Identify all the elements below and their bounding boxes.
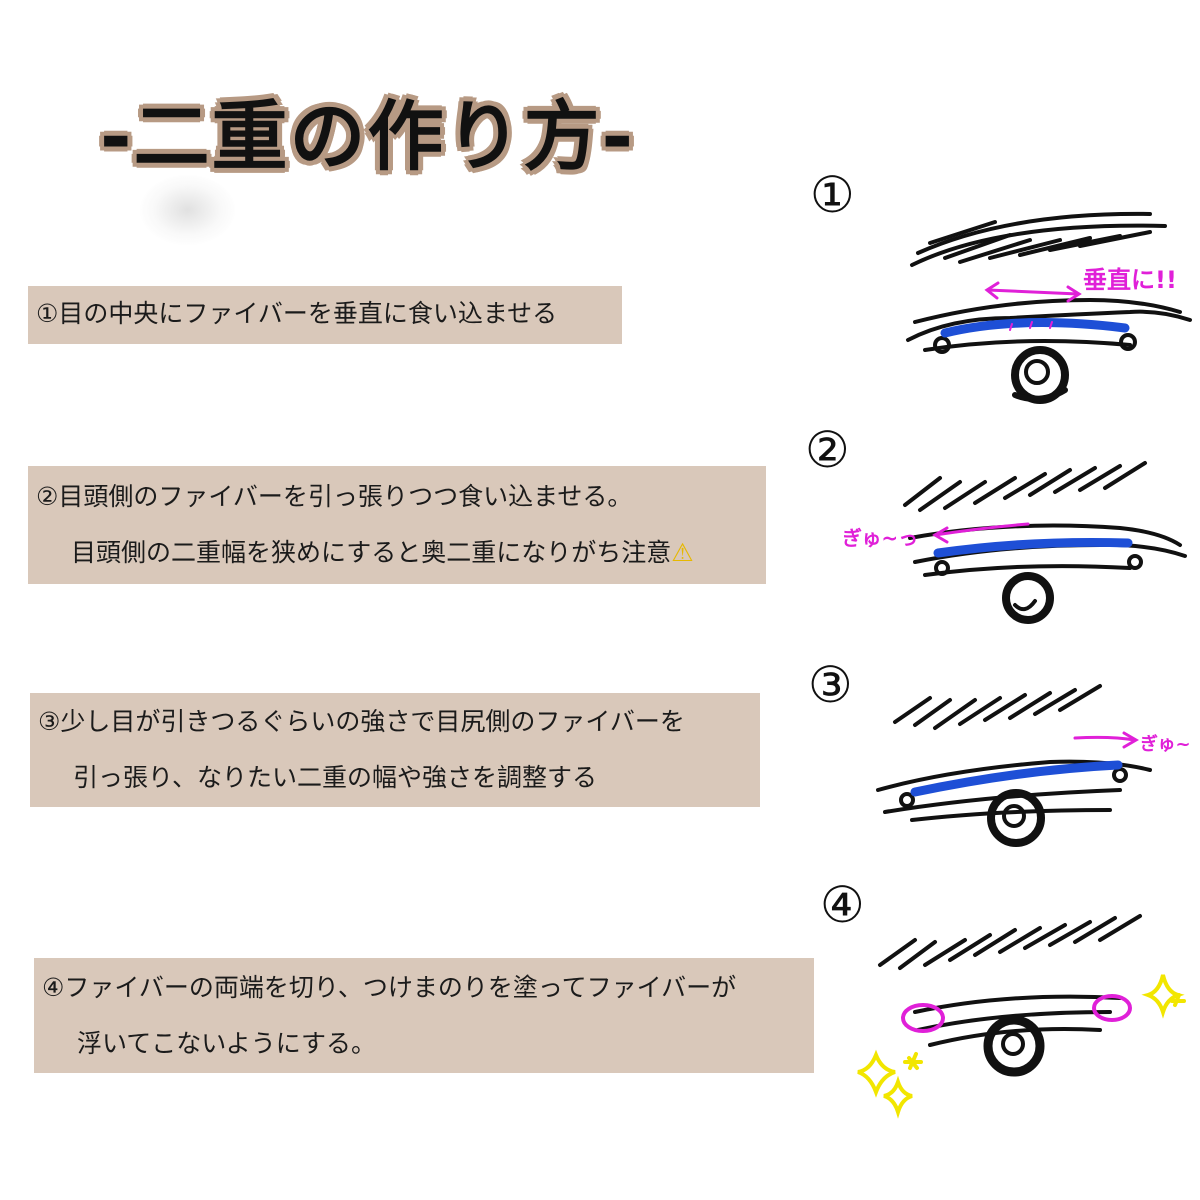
warning-icon: ⚠ xyxy=(671,538,694,567)
step-2-line-1: ②目頭側のファイバーを引っ張りつつ食い込ませる。 xyxy=(36,482,633,511)
step-4-line-1: ④ファイバーの両端を切り、つけまのりを塗ってファイバーが xyxy=(42,973,737,1002)
marker-circle-left xyxy=(901,1003,945,1033)
fiber-3 xyxy=(910,760,1123,797)
annotation-squeeze-right: ぎゅ~ xyxy=(1140,733,1191,755)
arrow-right-3 xyxy=(1073,735,1137,742)
step-1-line-1: ①目の中央にファイバーを垂直に食い込ませる xyxy=(36,299,558,328)
step-3-line-1: ③少し目が引きつるぐらいの強さで目尻側のファイバーを xyxy=(38,707,685,736)
step-4-box: ④ファイバーの両端を切り、つけまのりを塗ってファイバーが 浮いてこないようにする… xyxy=(34,958,814,1073)
fiber-1 xyxy=(940,318,1130,338)
step-4-line-2: 浮いてこないようにする。 xyxy=(77,1029,377,1058)
fiber-2 xyxy=(933,537,1133,558)
step-3-box: ③少し目が引きつるぐらいの強さで目尻側のファイバーを 引っ張り、なりたい二重の幅… xyxy=(30,693,760,807)
marker-circle-right xyxy=(1092,994,1132,1022)
sparkle-icon xyxy=(857,974,1186,1119)
step-2-box: ②目頭側のファイバーを引っ張りつつ食い込ませる。 目頭側の二重幅を狭めにすると奥… xyxy=(28,466,766,584)
annotation-squeeze-left: ぎゅ~っ xyxy=(842,526,918,550)
eye-sketch-1 xyxy=(906,211,1192,404)
step-4-number: ④ xyxy=(820,876,865,934)
step-3-number: ③ xyxy=(808,656,853,714)
eye-sketch-4 xyxy=(878,914,1142,1077)
step-1-number: ① xyxy=(810,166,855,224)
page-title: -二重の作り方- xyxy=(100,92,636,181)
step-2-number: ② xyxy=(805,421,850,479)
arrow-both-1 xyxy=(986,288,1080,296)
step-3-line-2: 引っ張り、なりたい二重の幅や強さを調整する xyxy=(73,763,598,792)
annotation-vertical: 垂直に!! xyxy=(1083,266,1177,294)
step-2-line-2: 目頭側の二重幅を狭めにすると奥二重になりがち注意 xyxy=(71,538,672,567)
step-1-box: ①目の中央にファイバーを垂直に食い込ませる xyxy=(28,286,622,344)
arrow-left-2 xyxy=(933,522,1030,537)
smudge-mark xyxy=(140,175,235,245)
